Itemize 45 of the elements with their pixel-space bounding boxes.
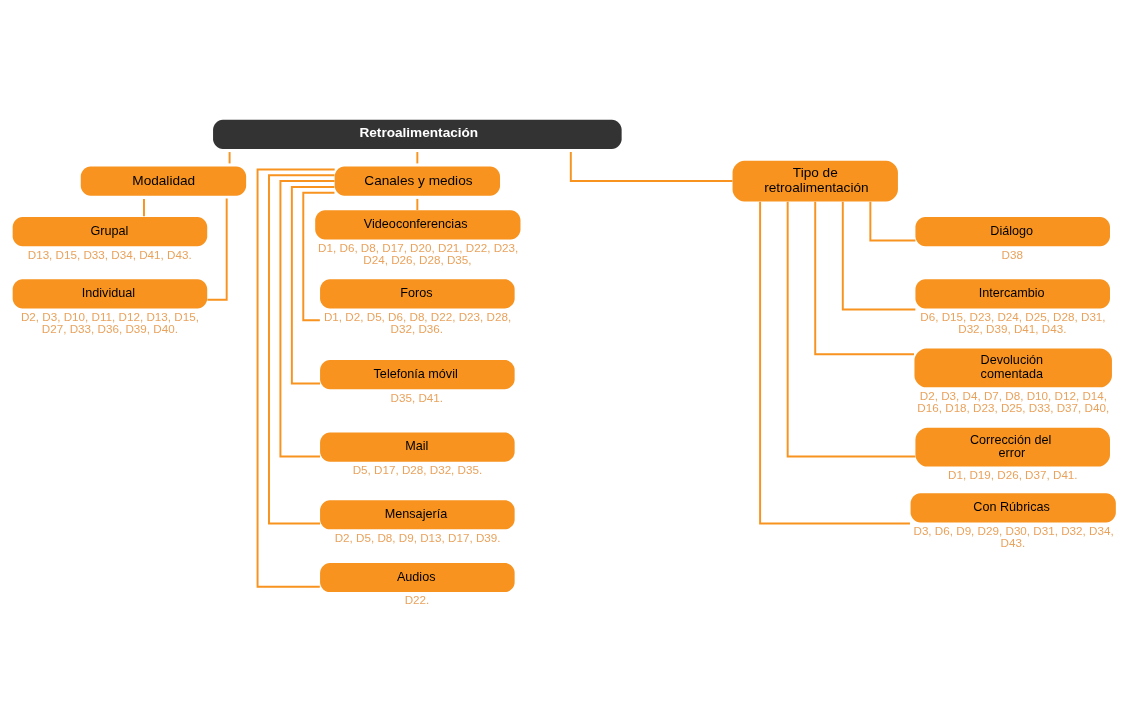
- connector: [279, 179, 336, 457]
- connector: [268, 173, 336, 524]
- node-label: D35, D41.: [390, 390, 444, 404]
- node-box: Diálogo: [915, 216, 1110, 246]
- node-box: Foros: [320, 278, 515, 309]
- node-label: D1, D19, D26, D37, D41.: [948, 467, 1078, 481]
- connector: [814, 200, 915, 355]
- node-label: D13, D15, D33, D34, D41, D43.: [27, 247, 192, 261]
- node-label: D22.: [404, 592, 430, 606]
- node-label: D5, D17, D28, D32, D35.: [352, 462, 483, 476]
- connector: [206, 197, 228, 301]
- connector: [143, 197, 145, 217]
- node-label: D2, D3, D4, D7, D8, D10, D12, D14, D16, D18, D23, D25, D33, D37, D40,: [917, 388, 1110, 414]
- node-box: Con Rúbricas: [910, 492, 1116, 523]
- connector: [416, 150, 419, 164]
- connector: [869, 200, 917, 241]
- connector: [569, 150, 734, 182]
- node-label: D2, D5, D8, D9, D13, D17, D39.: [334, 530, 501, 544]
- node-label: D6, D15, D23, D24, D25, D28, D31, D32, D39, D41, D43.: [920, 309, 1106, 335]
- node-label: D1, D6, D8, D17, D20, D21, D22, D23, D24, D26, D28, D35,: [318, 240, 519, 266]
- node-box: Canales y medios: [334, 166, 501, 196]
- connector: [841, 200, 917, 310]
- node-label: D3, D6, D9, D29, D30, D31, D32, D34, D43.: [913, 523, 1114, 549]
- connector: [228, 150, 231, 164]
- node-box: Modalidad: [80, 166, 247, 196]
- node-box: Devolución comentada: [914, 347, 1112, 387]
- node-box: Mensajería: [320, 499, 515, 529]
- node-box: Individual: [12, 278, 208, 309]
- connector: [786, 200, 917, 457]
- connector: [759, 200, 911, 524]
- node-label: D1, D2, D5, D6, D8, D22, D23, D28, D32, D36.: [323, 309, 512, 335]
- node-box: Corrección del error: [915, 427, 1110, 467]
- node-box: Tipo de retroalimentación: [732, 160, 898, 202]
- connector: [256, 167, 336, 588]
- node-box: Grupal: [12, 216, 208, 246]
- connector: [416, 197, 419, 211]
- node-box: Retroalimentación: [213, 119, 622, 149]
- node-box: Videoconferencias: [315, 209, 521, 239]
- node-box: Mail: [320, 432, 515, 462]
- node-label: D38: [1001, 247, 1023, 261]
- node-box: Audios: [320, 562, 515, 592]
- node-label: D2, D3, D10, D11, D12, D13, D15, D27, D33, D36, D39, D40.: [20, 309, 199, 335]
- node-box: Telefonía móvil: [320, 359, 515, 389]
- connector: [290, 185, 336, 384]
- node-box: Intercambio: [915, 278, 1110, 309]
